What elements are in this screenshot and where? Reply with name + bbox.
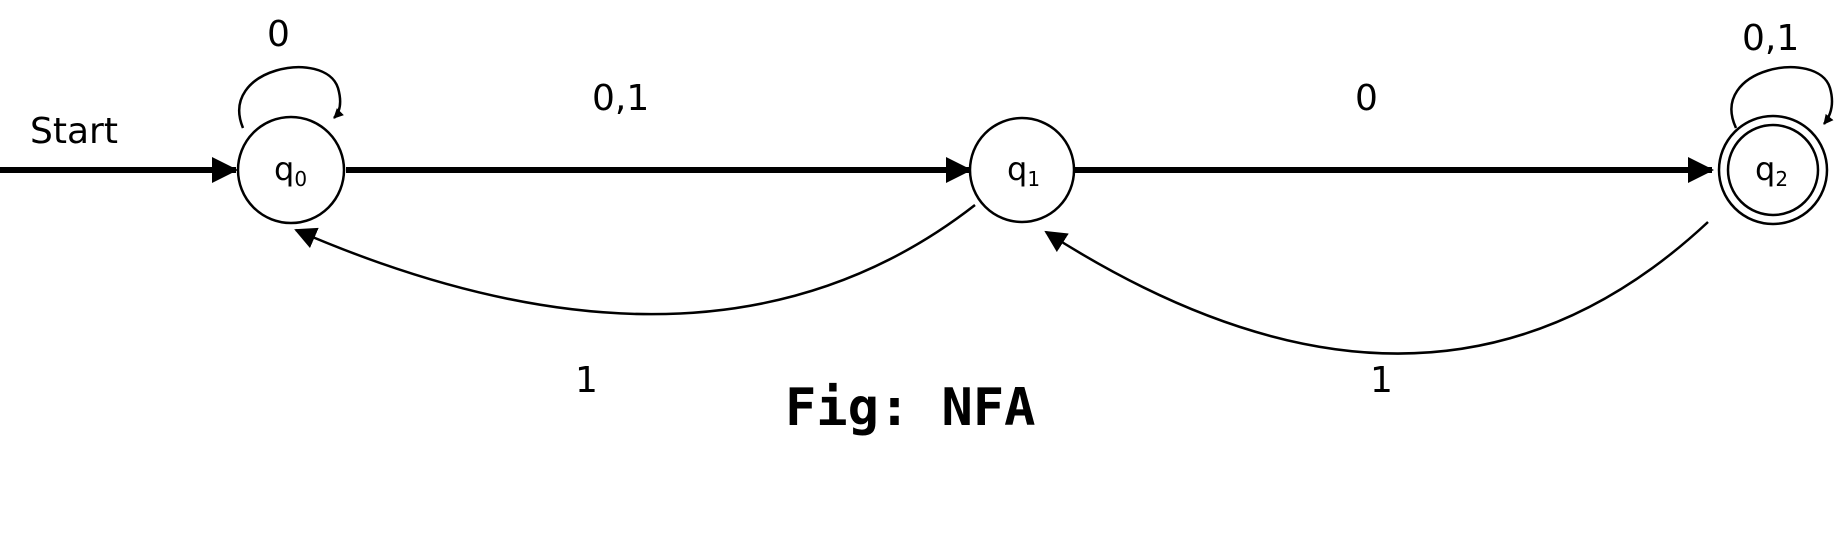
edge-q1-q0 (294, 204, 976, 316)
edge-q0-q0 (238, 66, 344, 129)
state-q2-label: q2 (1755, 150, 1788, 191)
edge-label-q1-q0: 1 (575, 360, 598, 401)
edge-label-q2-q1: 1 (1370, 360, 1393, 401)
start-label: Start (30, 111, 118, 152)
state-q2-inner-circle (1726, 123, 1820, 217)
edge-q2-q1 (1044, 221, 1709, 355)
edge-label-q2-q2: 0,1 (1742, 18, 1799, 59)
edge-q2-q2 (1730, 66, 1834, 129)
figure-caption: Fig: NFA (785, 378, 1035, 438)
edge-label-q1-q2: 0 (1355, 78, 1378, 119)
state-q1: q1 (968, 116, 1076, 224)
state-q0-label: q0 (274, 150, 307, 191)
state-q2: q2 (1717, 114, 1829, 226)
state-q1-circle (968, 116, 1076, 224)
state-q0-circle (236, 115, 346, 225)
edge-label-q0-q0: 0 (267, 14, 290, 55)
state-q1-label: q1 (1007, 150, 1040, 191)
state-q0: q0 (236, 115, 346, 225)
edge-label-q0-q1: 0,1 (592, 78, 649, 119)
